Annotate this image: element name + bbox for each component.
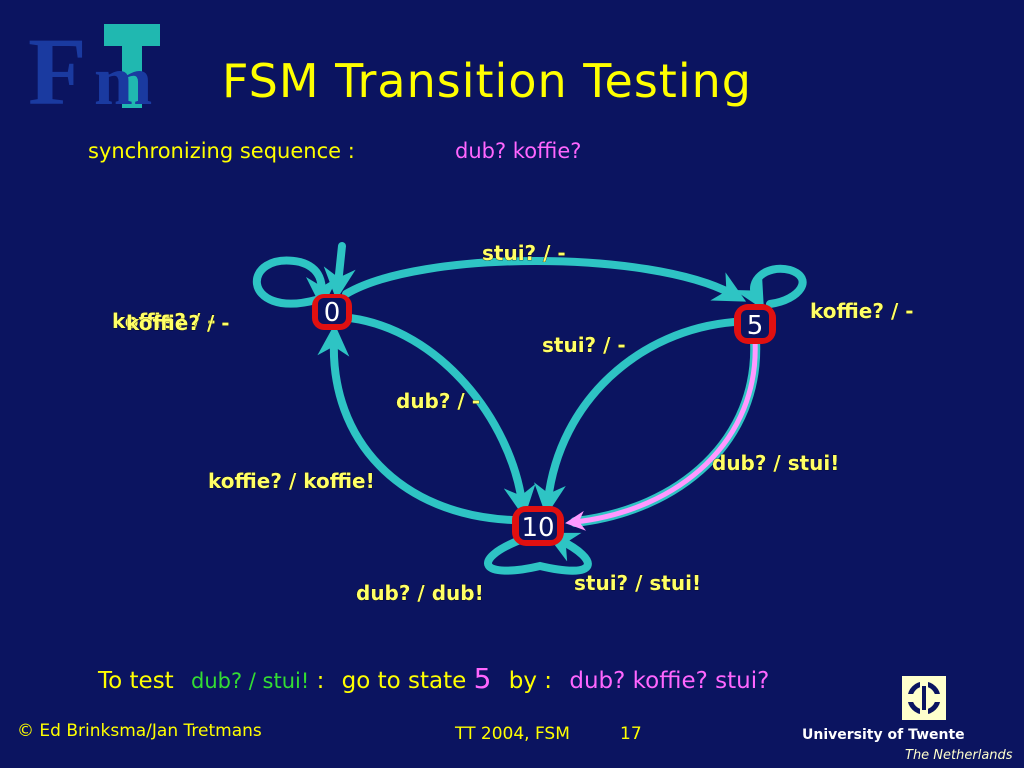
svg-text:F: F: [28, 18, 87, 110]
svg-text:0: 0: [324, 298, 341, 328]
label-edge-0-10-dub: dub? / -: [396, 389, 480, 413]
to-test-text: To test: [98, 668, 174, 694]
sync-sequence-label: synchronizing sequence :: [88, 139, 355, 163]
university-twente-emblem-icon: [902, 676, 946, 720]
colon-text: :: [316, 668, 325, 694]
node-5: 5: [734, 304, 776, 344]
go-to-state-text: go to state: [341, 668, 467, 694]
course-label: TT 2004, FSM: [455, 724, 570, 744]
authors-credit: © Ed Brinksma/Jan Tretmans: [17, 721, 262, 741]
page-number: 17: [620, 724, 642, 744]
test-sequence: dub? koffie? stui?: [569, 668, 770, 694]
page-title: FSM Transition Testing: [222, 54, 752, 108]
sync-sequence-value: dub? koffie?: [455, 139, 582, 163]
edge-5-10-stui: [534, 318, 738, 516]
label-edge-0-5: stui? / -: [482, 241, 566, 265]
label-edge-10-0: koffie? / koffie!: [208, 469, 375, 493]
fmt-logo-icon: F m: [28, 18, 160, 110]
label-edge-0-0: koffie? / -: [112, 309, 216, 333]
test-instruction: To test dub? / stui! : go to state 5 by …: [98, 662, 769, 695]
edge-initial: [323, 242, 356, 300]
by-text: by :: [508, 668, 553, 694]
tested-transition: dub? / stui!: [191, 669, 310, 693]
label-edge-5-10-stui: stui? / -: [542, 333, 626, 357]
label-edge-10-10-stui: stui? / stui!: [574, 571, 701, 595]
label-edge-5-5: koffie? / -: [810, 299, 914, 323]
edge-0-5: [342, 257, 747, 302]
svg-text:5: 5: [747, 311, 764, 341]
edge-10-10: [484, 532, 592, 575]
target-state: 5: [473, 662, 492, 695]
university-name: University of Twente: [802, 727, 965, 743]
university-country: The Netherlands: [905, 748, 1013, 763]
node-0: 0: [312, 294, 352, 330]
label-edge-10-10-dub: dub? / dub!: [356, 581, 484, 605]
svg-text:10: 10: [521, 513, 554, 543]
label-edge-5-10-dub: dub? / stui!: [712, 451, 839, 475]
edge-0-0: [252, 256, 338, 309]
label-edge-0-0-echo: koffie? / -: [126, 311, 230, 335]
edge-10-0: [317, 324, 516, 524]
edge-5-5: [734, 264, 807, 310]
svg-text:m: m: [94, 43, 152, 110]
edge-0-10-dub: [346, 314, 536, 518]
node-10: 10: [512, 506, 564, 546]
